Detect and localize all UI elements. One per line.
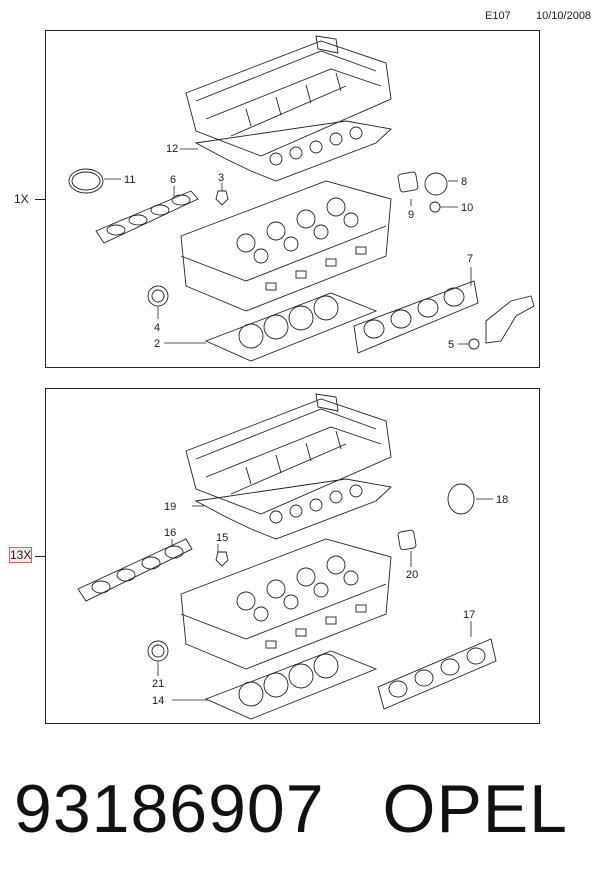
callout-8: 8 [461, 176, 467, 188]
valve-cover [185, 393, 392, 515]
callout-6: 6 [170, 174, 176, 186]
cylinder-head-gasket-14 [204, 650, 378, 720]
drawing-date: 10/10/2008 [536, 10, 592, 22]
cylinder-head-gasket-2 [204, 292, 378, 362]
exhaust-manifold-gasket-17 [377, 638, 497, 710]
water-pipe [485, 295, 535, 344]
cylinder-head [180, 538, 392, 670]
callout-7: 7 [467, 253, 473, 265]
callout-11: 11 [124, 174, 135, 186]
callout-9: 9 [408, 209, 414, 221]
exhaust-manifold-gasket-7 [353, 280, 479, 354]
part-number: 93186907 [14, 771, 325, 847]
callout-17: 17 [463, 609, 475, 621]
o-ring-5 [468, 338, 480, 350]
valve-cover-gasket-19 [194, 478, 392, 540]
callout-3: 3 [218, 172, 224, 184]
panel-2-quantity: 13X [8, 547, 33, 563]
callout-5: 5 [448, 339, 454, 351]
callout-16: 16 [164, 527, 176, 539]
callout-19: 19 [164, 501, 176, 513]
drawing-code: E107 [485, 10, 511, 22]
valve-stem-seal-3 [215, 190, 229, 206]
footer: 93186907 OPEL [14, 770, 568, 848]
o-ring-11 [68, 168, 104, 194]
intake-manifold-gasket-16 [77, 538, 193, 602]
diagram-panel-2: 19 16 15 18 20 17 21 14 [45, 388, 540, 724]
panel-1-quantity: 1X [14, 192, 29, 206]
valve-cover [185, 35, 392, 157]
gasket-9 [397, 171, 419, 193]
gasket-kit-diagram-1: 11 6 3 12 9 8 10 7 4 2 5 [68, 35, 535, 362]
callout-4: 4 [154, 322, 160, 334]
callout-18: 18 [496, 494, 508, 506]
callout-15: 15 [216, 532, 228, 544]
gasket-8 [424, 172, 448, 196]
panel-1-quantity-leader [35, 199, 45, 200]
callout-10: 10 [461, 202, 473, 214]
brand-name: OPEL [382, 771, 568, 847]
intake-manifold-gasket-6 [95, 190, 199, 244]
panel-2-quantity-leader [35, 556, 45, 557]
cylinder-head [180, 180, 392, 312]
gasket-20 [397, 529, 417, 551]
diagram-panel-1: 11 6 3 12 9 8 10 7 4 2 5 [45, 30, 540, 368]
seal-21 [147, 640, 169, 662]
callout-2: 2 [154, 338, 160, 350]
gasket-kit-diagram-2: 19 16 15 18 20 17 21 14 [77, 393, 508, 720]
callout-20: 20 [406, 569, 418, 581]
callout-21: 21 [152, 678, 164, 690]
seal-4 [147, 285, 169, 307]
callout-12: 12 [166, 143, 178, 155]
callout-14: 14 [152, 695, 164, 707]
valve-stem-seal-15 [215, 551, 229, 567]
o-ring-10 [429, 201, 441, 213]
o-ring-18 [447, 483, 475, 515]
valve-cover-gasket [194, 120, 392, 182]
